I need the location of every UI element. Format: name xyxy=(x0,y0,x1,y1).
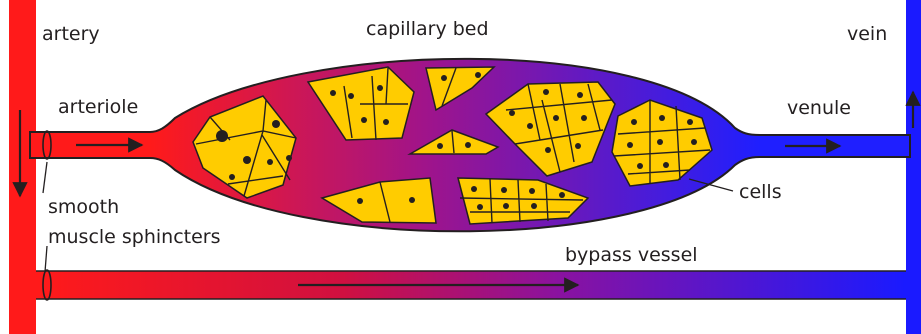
cell-nucleus xyxy=(503,203,509,209)
cell-nucleus xyxy=(575,143,581,149)
bypass-vessel-label: bypass vessel xyxy=(565,244,698,266)
arteriole-label: arteriole xyxy=(58,96,138,118)
cell-nucleus xyxy=(475,72,481,78)
cell-nucleus xyxy=(330,90,336,96)
cell-nucleus xyxy=(559,192,565,198)
cell-nucleus xyxy=(377,85,383,91)
cell-nucleus xyxy=(465,142,471,148)
cell-nucleus xyxy=(631,119,637,125)
cell-nucleus xyxy=(272,120,280,128)
venule-label: venule xyxy=(787,97,851,119)
cell-nucleus xyxy=(659,115,665,121)
cell-nucleus xyxy=(637,163,643,169)
cell-nucleus xyxy=(409,197,415,203)
cell-nucleus xyxy=(437,143,443,149)
cell-nucleus xyxy=(577,92,583,98)
cell-nucleus xyxy=(267,159,273,165)
cells-label: cells xyxy=(739,181,782,203)
cell-nucleus xyxy=(348,93,354,99)
cell-nucleus xyxy=(471,186,477,192)
capillary-bed-label: capillary bed xyxy=(366,18,489,40)
cell-nucleus xyxy=(545,147,551,153)
cell-nucleus xyxy=(501,187,507,193)
cell-nucleus xyxy=(243,156,251,164)
cell-nucleus xyxy=(229,174,235,180)
cell-nucleus xyxy=(529,188,535,194)
sphincters-label-line2: muscle sphincters xyxy=(48,226,221,248)
cell-nucleus xyxy=(543,89,549,95)
cell-nucleus xyxy=(361,117,367,123)
cell-nucleus xyxy=(687,119,693,125)
cell-nucleus xyxy=(627,142,633,148)
sphincters-label-line1: smooth xyxy=(48,196,119,218)
cell-nucleus xyxy=(663,162,669,168)
cell-nucleus xyxy=(216,130,228,142)
sphincter-leader-line xyxy=(43,162,47,193)
vein-label: vein xyxy=(847,23,887,45)
cell-nucleus xyxy=(383,119,389,125)
cell-nucleus xyxy=(477,204,483,210)
artery-label: artery xyxy=(42,23,100,45)
cell-nucleus xyxy=(531,203,537,209)
cell-nucleus xyxy=(553,115,559,121)
cell-nucleus xyxy=(527,123,533,129)
sphincter-leader-line xyxy=(45,246,47,272)
cell-nucleus xyxy=(357,198,363,204)
cell-nucleus xyxy=(691,139,697,145)
cell-nucleus xyxy=(441,75,447,81)
cell-nucleus xyxy=(509,110,515,116)
cell-nucleus xyxy=(581,115,587,121)
cell-nucleus xyxy=(657,139,663,145)
cell-nucleus xyxy=(286,155,292,161)
